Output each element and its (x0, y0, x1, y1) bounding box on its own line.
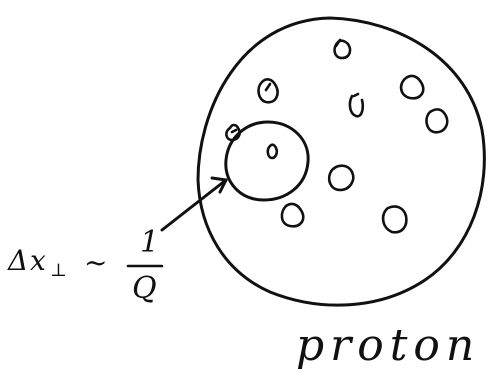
parton-8 (327, 164, 355, 192)
parton-1 (333, 38, 352, 60)
proton-outline (196, 16, 486, 307)
label-numerator: 1 (140, 225, 159, 260)
parton-2 (257, 78, 279, 104)
parton-10 (381, 205, 408, 234)
parton-6 (225, 123, 241, 142)
pointer-arrowhead (210, 176, 228, 194)
label-denominator: Q (132, 271, 157, 306)
label-delta: Δ (7, 244, 28, 277)
probe-resolution-circle (224, 120, 310, 202)
parton-3 (399, 74, 425, 100)
parton-4 (348, 92, 365, 118)
label-variable: x (30, 244, 46, 277)
parton-5 (425, 108, 449, 134)
parton-9 (280, 202, 305, 228)
label-relation: ~ (84, 246, 107, 279)
resolution-label: Δ x ⊥ ~ 1 Q (7, 225, 164, 306)
label-subscript: ⊥ (50, 260, 67, 281)
parton-7 (266, 143, 279, 160)
proton-label: proton (296, 320, 480, 371)
pointer-arrow (160, 178, 228, 232)
